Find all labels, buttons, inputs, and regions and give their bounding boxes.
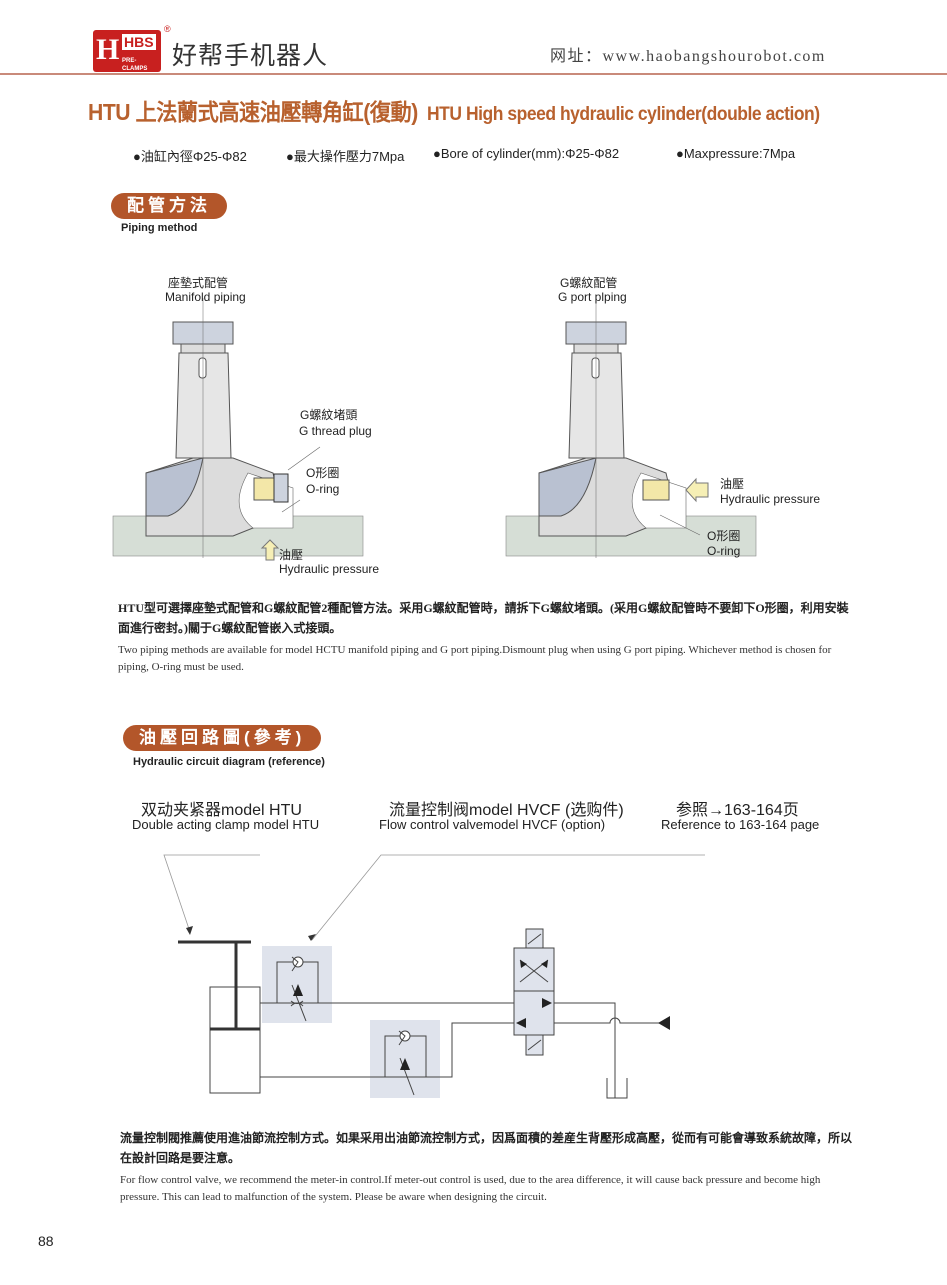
piping-note-cn: HTU型可選擇座墊式配管和G螺紋配管2種配管方法。采用G螺紋配管時，請拆下G螺紋…	[118, 601, 849, 635]
page-number: 88	[38, 1233, 54, 1249]
reference-label-cn: 参照→163-164页	[676, 802, 799, 819]
pressure-arrow-left-icon	[685, 477, 709, 503]
circuit-note-cn: 流量控制閥推薦使用進油節流控制方式。如果采用出油節流控制方式，因爲面積的差産生背…	[120, 1131, 853, 1165]
pressure-arrow-up-icon	[260, 539, 280, 561]
right-diagram-title-en: G port plping	[558, 290, 627, 304]
spec-bore-en: ●Bore of cylinder(mm):Φ25-Φ82	[433, 146, 620, 161]
clamp-label-cn: 双动夹紧器model HTU	[141, 802, 302, 819]
header-divider	[0, 73, 947, 75]
section-heading-circuit: 油壓回路圖(參考)	[123, 725, 322, 751]
plug-label-en: G thread plug	[299, 424, 372, 438]
left-oring-cn: O形圈	[306, 466, 340, 480]
logo-h: H	[96, 33, 120, 66]
circuit-note-en: For flow control valve, we recommend the…	[120, 1174, 821, 1203]
brand-name: 好帮手机器人	[172, 42, 329, 70]
section-subheading-piping: Piping method	[121, 222, 198, 234]
section-heading-piping: 配管方法	[111, 193, 227, 219]
hbs-logo: H HBS PRE-CLAMPS	[93, 30, 161, 72]
reference-label-en: Reference to 163-164 page	[661, 817, 820, 832]
plug-label-cn: G螺紋堵頭	[300, 408, 358, 422]
piping-note-en: Two piping methods are available for mod…	[118, 644, 832, 673]
spec-pressure-en: ●Maxpressure:7Mpa	[676, 146, 796, 161]
right-diagram-title-cn: G螺紋配管	[560, 276, 618, 290]
left-pressure-cn: 油壓	[279, 548, 304, 562]
left-diagram-title-en: Manifold piping	[165, 290, 246, 304]
logo-sub: PRE-CLAMPS	[122, 58, 148, 72]
right-oring-cn: O形圈	[707, 529, 741, 543]
registered-mark: ®	[164, 24, 171, 34]
right-pressure-en: Hydraulic pressure	[720, 492, 821, 506]
logo-letters: HBS	[122, 34, 156, 50]
clamp-label-en: Double acting clamp model HTU	[132, 817, 320, 832]
left-diagram-title-cn: 座墊式配管	[168, 276, 229, 290]
right-oring-en: O-ring	[707, 544, 741, 558]
left-oring-en: O-ring	[306, 482, 340, 496]
pump-source-icon	[658, 1016, 670, 1030]
valve-label-en: Flow control valvemodel HVCF (option)	[379, 817, 606, 832]
spec-pressure-cn: ●最大操作壓力7Mpa	[286, 149, 405, 164]
left-pressure-en: Hydraulic pressure	[279, 562, 380, 576]
title-en: HTU High speed hydraulic cylinder(double…	[427, 104, 820, 125]
website-url: 网址：www.haobangshourobot.com	[550, 48, 826, 65]
piping-diagrams	[112, 297, 757, 561]
right-pressure-cn: 油壓	[720, 477, 745, 491]
valve-label-cn: 流量控制阀model HVCF (选购件)	[389, 802, 624, 819]
page-title: HTU 上法蘭式高速油壓轉角缸(復動) HTU High speed hydrau…	[88, 93, 820, 127]
section-subheading-circuit: Hydraulic circuit diagram (reference)	[133, 756, 325, 768]
hydraulic-circuit-diagram	[163, 854, 705, 1099]
spec-bore-cn: ●油缸內徑Φ25-Φ82	[133, 149, 247, 164]
title-cn: HTU 上法蘭式高速油壓轉角缸(復動)	[88, 99, 418, 125]
